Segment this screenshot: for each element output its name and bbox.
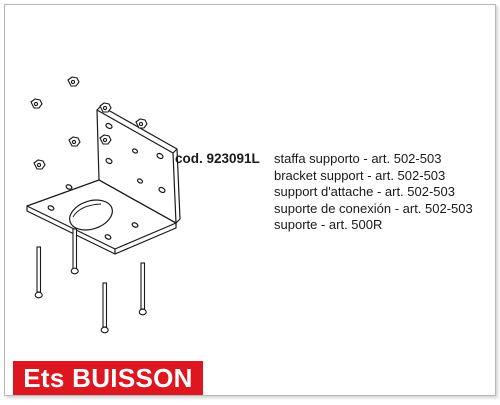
description-line-en: bracket support - art. 502-503 xyxy=(274,167,446,183)
nut-icon xyxy=(99,134,112,145)
nut-icon xyxy=(67,76,80,87)
description-line-fr: support d'attache - art. 502-503 xyxy=(274,184,455,199)
description-line-it: staffa supporto - art. 502-503 xyxy=(274,151,442,166)
screw-icons xyxy=(34,228,147,334)
product-description: cod. 923091L staffa supporto - art. 502-5… xyxy=(175,151,473,234)
screw-icon xyxy=(100,282,109,334)
description-row: suporte de conexión - art. 502-503 xyxy=(175,201,473,218)
description-row: bracket support - art. 502-503 xyxy=(175,168,473,185)
nut-icon xyxy=(68,136,81,147)
description-line-pt: suporte - art. 500R xyxy=(274,217,383,232)
description-line-es: suporte de conexión - art. 502-503 xyxy=(274,200,473,216)
bracket-vertical-plate xyxy=(96,109,177,224)
screw-icon xyxy=(34,246,43,299)
screw-icon xyxy=(138,262,147,316)
product-code: cod. 923091L xyxy=(175,151,260,166)
nut-icon xyxy=(99,102,112,113)
nut-icons xyxy=(30,76,148,170)
brand-logo: Ets BUISSON xyxy=(13,361,203,395)
nut-icon xyxy=(135,118,148,129)
screw-icon xyxy=(70,228,79,275)
description-row: suporte - art. 500R xyxy=(175,217,473,234)
description-row: cod. 923091L staffa supporto - art. 502-5… xyxy=(175,151,473,168)
bracket-base-plate xyxy=(26,179,177,250)
nut-icon xyxy=(33,159,46,170)
nut-icon xyxy=(30,98,43,109)
description-row: support d'attache - art. 502-503 xyxy=(175,184,473,201)
product-card: cod. 923091L staffa supporto - art. 502-5… xyxy=(4,4,496,396)
bracket-illustration xyxy=(26,76,181,334)
